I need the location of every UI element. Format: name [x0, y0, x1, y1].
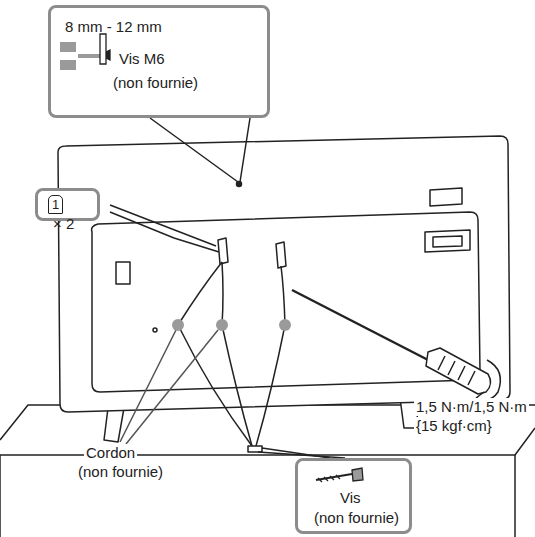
callout-text: × 2	[53, 215, 74, 233]
callout-text: Vis	[340, 489, 403, 507]
callout-count-box: 1× 2	[35, 188, 100, 221]
torque-value: 1,5 N·m/1,5 N·m	[414, 398, 529, 416]
part-note: (non fournie)	[76, 463, 165, 481]
callout-text: 8 mm - 12 mm	[65, 18, 261, 36]
torque-value: {15 kgf·cm}	[414, 417, 494, 435]
callout-text: (non fournie)	[113, 74, 261, 92]
callout-box: 8 mm - 12 mm Vis M6 (non fournie)	[48, 5, 270, 118]
callout-box: Vis (non fournie)	[295, 458, 412, 534]
part-name: Cordon	[84, 444, 137, 462]
callout-number: 1	[48, 195, 63, 214]
callout-text: Vis M6	[119, 50, 261, 68]
callout-text: (non fournie)	[314, 509, 403, 527]
